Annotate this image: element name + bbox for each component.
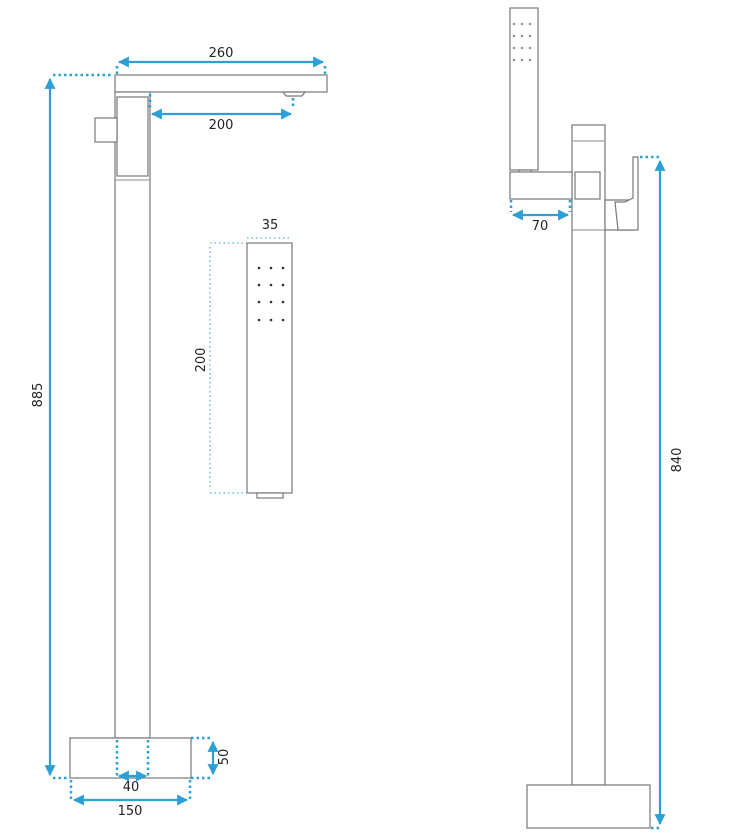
nozzle-dot <box>269 300 273 304</box>
base <box>69 737 192 779</box>
nozzle-dot <box>257 283 261 287</box>
side-hand-shower <box>509 7 539 171</box>
dimension-label-holder-depth: 70 <box>532 219 549 234</box>
dimension-label-base-height: 50 <box>217 749 232 766</box>
nozzle-dot <box>269 318 273 322</box>
dimension-label-spout-length: 260 <box>209 46 234 61</box>
nozzle-dot <box>281 283 285 287</box>
nozzle-dot <box>521 23 523 25</box>
nozzle-dot <box>513 23 515 25</box>
side-lever-handle <box>614 156 639 231</box>
mixer-handle <box>94 117 118 143</box>
side-view: 70 840 <box>509 7 685 830</box>
nozzle-dot <box>269 266 273 270</box>
dimension-label-shower-length: 200 <box>194 348 209 373</box>
side-column <box>571 124 606 786</box>
dimension-label-inlet-height: 840 <box>670 448 685 473</box>
nozzle-dot <box>521 59 523 61</box>
side-base <box>526 784 651 829</box>
nozzle-dot <box>513 59 515 61</box>
nozzle-dot <box>521 47 523 49</box>
dimension-label-spout-reach: 200 <box>209 118 234 133</box>
hand-shower-body <box>246 242 293 494</box>
dimension-label-base-width: 150 <box>118 804 143 819</box>
nozzle-dot <box>529 35 531 37</box>
nozzle-dot <box>257 266 261 270</box>
nozzle-dot <box>257 318 261 322</box>
spout <box>114 74 328 93</box>
spray-nozzles <box>257 266 285 322</box>
nozzle-dot <box>529 23 531 25</box>
dimension-label-shower-width: 35 <box>262 218 279 233</box>
shower-holder <box>509 171 573 200</box>
front-view: 260 200 885 50 40 150 <box>31 46 328 819</box>
aerator <box>281 91 307 97</box>
holder-mount <box>574 171 601 200</box>
side-spray-nozzles <box>513 23 531 61</box>
dimension-label-total-height: 885 <box>31 383 46 408</box>
nozzle-dot <box>513 35 515 37</box>
nozzle-dot <box>529 47 531 49</box>
nozzle-dot <box>269 283 273 287</box>
nozzle-dot <box>521 35 523 37</box>
nozzle-dot <box>513 47 515 49</box>
hand-shower-view: 35 200 <box>194 218 293 499</box>
nozzle-dot <box>529 59 531 61</box>
hand-shower-connector <box>256 492 284 499</box>
valve-body <box>116 96 149 177</box>
nozzle-dot <box>257 300 261 304</box>
nozzle-dot <box>281 266 285 270</box>
nozzle-dot <box>281 318 285 322</box>
nozzle-dot <box>281 300 285 304</box>
dimension-label-column-width: 40 <box>123 780 140 795</box>
column <box>114 91 151 739</box>
